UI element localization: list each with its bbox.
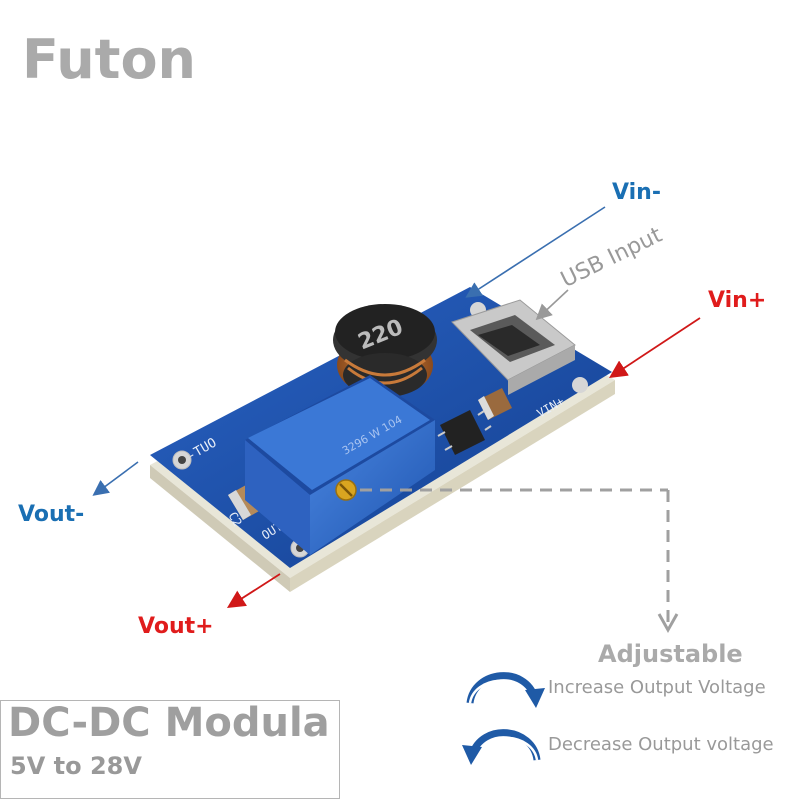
vin-minus-arrow xyxy=(465,206,606,298)
voltage-range: 5V to 28V xyxy=(10,752,142,780)
adjust-leader xyxy=(360,488,679,634)
vout-minus-arrow xyxy=(92,461,139,496)
decrease-voltage-text: Decrease Output voltage xyxy=(548,734,774,755)
module-title: DC-DC Modula xyxy=(8,700,330,746)
increase-voltage-text: Increase Output Voltage xyxy=(548,677,766,698)
adjustable-title: Adjustable xyxy=(598,640,743,668)
rotate-counterclockwise-icon xyxy=(462,729,541,765)
vin-plus-arrow xyxy=(608,317,701,378)
label-vout-minus: Vout- xyxy=(18,502,85,527)
label-vin-plus: Vin+ xyxy=(708,288,767,313)
brand-name: Futon xyxy=(22,28,196,91)
label-vin-minus: Vin- xyxy=(612,180,661,205)
vout-plus-arrow xyxy=(226,573,281,608)
label-vout-plus: Vout+ xyxy=(138,614,214,639)
capacitor-small xyxy=(478,388,512,420)
potentiometer: 3296 W 104 xyxy=(245,375,435,555)
ic-chip xyxy=(437,410,492,455)
usb-arrow xyxy=(535,289,569,321)
rotate-clockwise-icon xyxy=(466,672,545,708)
inductor: 220 xyxy=(333,304,437,397)
